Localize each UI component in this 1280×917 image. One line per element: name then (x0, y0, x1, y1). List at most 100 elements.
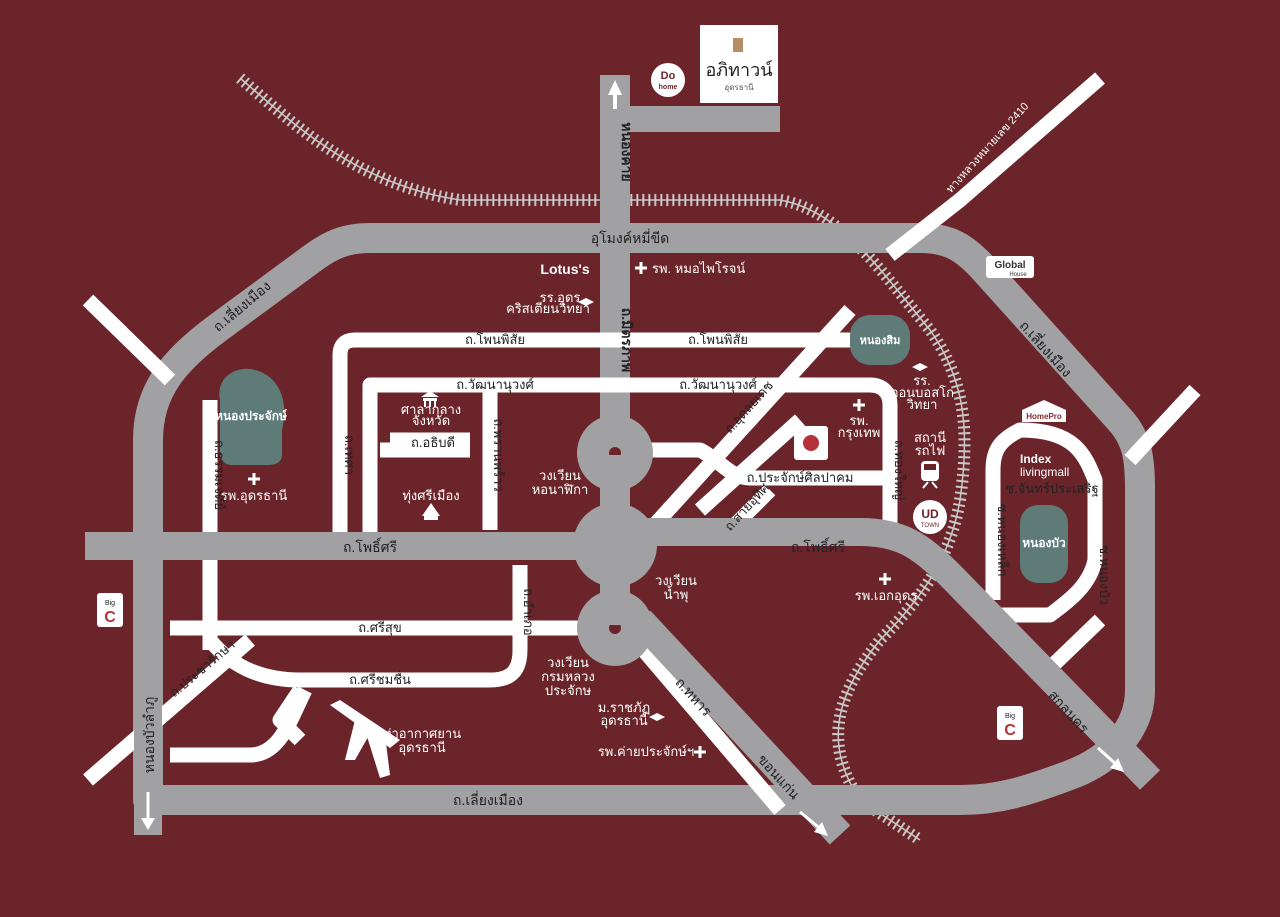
bigc-logo-right (997, 706, 1023, 740)
road-mitraphap-label: ถ.มิตรภาพ (619, 308, 635, 373)
circle-krom-label-3: ประจักษ (545, 683, 592, 698)
road-athibodi-label: ถ.อธิบดี (411, 435, 455, 450)
circle-clocktower-label-2: หอนาฬิกา (532, 482, 589, 497)
bigc-left-label-1: Big (105, 600, 115, 607)
school-donbosco-label-1: รร. (913, 373, 931, 388)
road-prajaksillapakom-label: ถ.ประจักษ์ศิลปาคม (747, 470, 854, 485)
dohome-logo (651, 63, 685, 97)
lake-nongsim (850, 315, 910, 365)
globalhouse-label-1: Global (994, 260, 1025, 271)
lake-nongbua-label: หนองบัว (1022, 536, 1066, 550)
road-amphoe-label: ถ.อำเภอ (521, 588, 536, 635)
homepro-logo (1022, 400, 1066, 422)
road-phosri-right-label: ถ.โพธิ์ศรี (791, 537, 846, 555)
road-srichomchuen-label: ถ.ศรีชมชื่น (349, 671, 411, 687)
station-label-1: สถานี (914, 430, 946, 445)
lakes (219, 315, 1068, 583)
road-srisuk-label: ถ.ศรีสุข (358, 620, 402, 636)
road-nonglek-label: ซ.หนองเหล็ก (995, 504, 1012, 577)
school-icon (578, 298, 594, 306)
hospital-ekudon-label: รพ.เอกอุดร (855, 588, 918, 604)
university-label-2: อุดรธานี (600, 713, 647, 729)
airplane-icon (330, 700, 400, 778)
inner-streets (170, 304, 1103, 815)
school-donbosco-label-3: วิทยา (906, 397, 937, 412)
globalhouse-logo (986, 256, 1034, 278)
hospital-icon (853, 399, 865, 411)
udtown-label-1: UD (921, 507, 939, 521)
hospital-bangkok-label-2: กรุงเทพ (838, 425, 881, 441)
bigc-right-label-1: Big (1005, 713, 1015, 720)
lake-nongprajak-label-1: หนองประจักษ์ (215, 409, 287, 423)
road-phosri-left-label: ถ.โพธิ์ศรี (343, 537, 398, 555)
circle-krom-label-2: กรมหลวง (541, 669, 595, 684)
project-name: อภิทาวน์ (705, 60, 772, 80)
hospital-icon (635, 262, 647, 274)
hospital-mophairo-label: รพ. หมอไพโรจน์ (652, 261, 745, 276)
road-underpass-label: อุโมงค์หมี่ขีด (591, 229, 669, 247)
road-nongkhai-label: หนองคาย (619, 122, 635, 181)
bigc-left-label-2: C (104, 609, 116, 626)
globalhouse-label-2: House (1009, 272, 1027, 278)
udtown-logo (913, 500, 947, 534)
circle-fountain-label-2: น้ำพุ (664, 585, 689, 603)
school-icon (912, 363, 928, 371)
roundabouts (573, 415, 657, 666)
road-thongyai-label: ถ.ทองใหญ่ (892, 440, 907, 500)
road-phraoprao-label: ถ.พรานพร้าว (491, 418, 506, 491)
central-logo (794, 426, 828, 460)
train-icon (921, 461, 939, 489)
school-icon (649, 713, 665, 721)
lake-nongprajak (219, 368, 285, 465)
dohome-label-1: Do (661, 70, 676, 82)
airport-label-2: อุดรธานี (398, 740, 445, 756)
project-marker (700, 25, 778, 103)
hospital-icon (879, 573, 891, 585)
road-watthananuwong-left-label: ถ.วัฒนานุวงศ์ (456, 377, 534, 393)
station-label-2: รถไฟ (915, 443, 946, 458)
lotus-label: Lotus's (540, 261, 589, 277)
circle-clocktower-label-1: วงเวียน (539, 468, 581, 483)
airport-label-1: ท่าอากาศยาน (383, 726, 461, 741)
lake-nongsim-label: หนองสิม (860, 334, 901, 347)
cityhall-label-2: จังหวัด (412, 413, 450, 428)
hospital-icon (694, 746, 706, 758)
direction-arrows (141, 746, 1124, 836)
school-donbosco-label-2: ดอนบอสโก (890, 385, 954, 400)
homepro-label: HomePro (1026, 412, 1062, 421)
phosri-road (85, 518, 1161, 845)
tungsrimuang-label: ทุ่งศรีเมือง (402, 488, 459, 504)
hospital-udon-label: รพ.อุดรธานี (221, 488, 288, 504)
hospital-camp-label: รพ.ค่ายประจักษ์ฯ (598, 744, 694, 759)
hospital-icon (248, 473, 260, 485)
circle-krom-label-1: วงเวียน (547, 655, 589, 670)
dohome-label-2: home (659, 84, 678, 91)
road-nongbua-soi-label: ซ.หนองบัว (1097, 545, 1112, 605)
road-ring-bottom-label: ถ.เลี่ยงเมือง (453, 791, 523, 808)
school-icons (578, 298, 928, 721)
hospital-bangkok-label-1: รพ. (849, 413, 868, 428)
hospital-icons (248, 262, 891, 758)
project-subtitle: อุดรธานี (724, 83, 754, 92)
index-label-2: livingmall (1020, 465, 1069, 479)
road-phonphisai-right-label: ถ.โพนพิสัย (688, 332, 748, 347)
school-udon-label-1: รร.อุดร (540, 290, 581, 306)
circle-fountain-label-1: วงเวียน (655, 573, 697, 588)
cityhall-label-1: ศาลากลาง (401, 402, 461, 417)
temple-icon (422, 503, 440, 520)
ring-road (133, 223, 1155, 815)
road-nongbualamphu-label: หนองบัวลำภู (141, 697, 158, 773)
railway (236, 73, 971, 845)
udtown-label-2: TOWN (921, 523, 939, 529)
cityhall-icon (421, 391, 439, 407)
road-phonphisai-left-label: ถ.โพนพิสัย (465, 332, 525, 347)
bigc-logo-left (97, 593, 123, 627)
road-thetsa-label: ถ.เทศา (342, 435, 357, 475)
university-label-1: ม.ราชภัฏ (598, 700, 651, 715)
road-chanprasert-label: ซ.จันทร์ประเสริฐ (1005, 481, 1098, 497)
road-thammathet-label: ถ.ธรรมเจดีย์ (212, 440, 227, 510)
index-label-1: Index (1020, 452, 1052, 466)
road-watthananuwong-right-label: ถ.วัฒนานุวงศ์ (679, 377, 757, 393)
lake-nongbua (1020, 505, 1068, 583)
